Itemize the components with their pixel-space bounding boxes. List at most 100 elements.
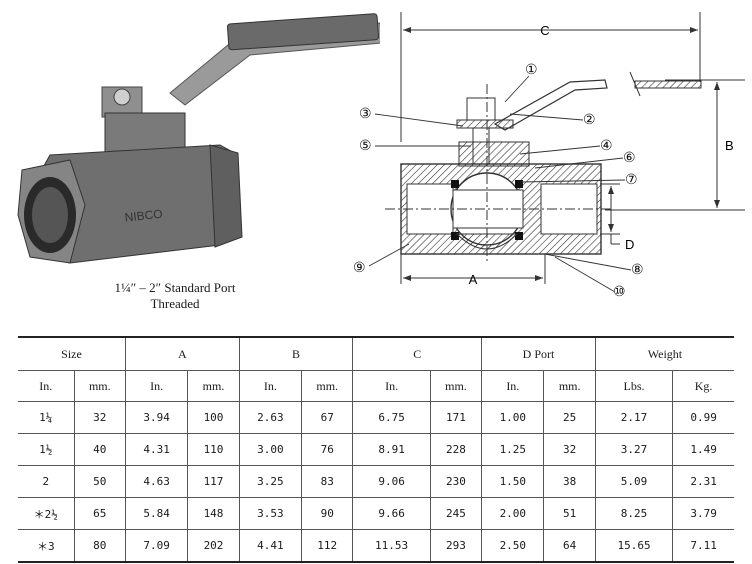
table-cell: 2 [18,465,75,498]
table-cell: 2.50 [481,529,545,563]
table-cell: 3.94 [125,401,189,434]
table-cell: 3.53 [239,497,303,530]
table-cell: 3.25 [239,465,303,498]
table-cell: 3.27 [595,433,674,466]
table-cell: 8.25 [595,497,674,530]
unit-header: In. [125,370,189,402]
table-cell: 2.31 [672,465,734,498]
unit-header: mm. [430,370,483,402]
table-cell: 100 [187,401,240,434]
table-cell: 65 [74,497,126,530]
svg-text:NIBCO: NIBCO [124,207,163,225]
table-cell: 51 [543,497,596,530]
table-cell: ＊3 [18,529,75,563]
table-cell: 3.79 [672,497,734,530]
table-cell: 90 [301,497,354,530]
table-cell: 1.00 [481,401,545,434]
table-cell: 40 [74,433,126,466]
table-cell: ＊2½ [18,497,75,530]
table-cell: 11.53 [352,529,431,563]
table-cell: 148 [187,497,240,530]
unit-header: mm. [301,370,354,402]
table-cell: 171 [430,401,483,434]
table-row: ＊3 80 7.09 202 4.41 112 11.53 293 2.50 6… [18,529,734,563]
table-cell: 1½ [18,433,75,466]
table-cell: 8.91 [352,433,431,466]
table-cell: 25 [543,401,596,434]
table-cell: 5.84 [125,497,189,530]
callout-9: ⑨ [353,259,366,275]
unit-header: In. [239,370,303,402]
table-cell: 117 [187,465,240,498]
table-cell: 202 [187,529,240,563]
table-cell: 1.25 [481,433,545,466]
table-cell: 80 [74,529,126,563]
callout-5: ⑤ [359,137,372,153]
unit-header: mm. [74,370,126,402]
table-cell: 83 [301,465,354,498]
table-cell: 110 [187,433,240,466]
table-row: ＊2½ 65 5.84 148 3.53 90 9.66 245 2.00 51… [18,497,734,530]
callout-3: ③ [359,105,372,121]
callout-1: ① [525,61,538,77]
unit-header: In. [481,370,545,402]
unit-header: mm. [543,370,596,402]
group-header-size: Size [18,336,126,371]
table-cell: 4.41 [239,529,303,563]
table-cell: 1.49 [672,433,734,466]
dimensions-table: Size A B C D Port Weight In. mm. In. mm.… [18,336,734,563]
table-cell: 7.09 [125,529,189,563]
table-cell: 2.17 [595,401,674,434]
callout-7: ⑦ [625,171,638,187]
valve-photo: NIBCO [10,5,383,275]
dimension-a-label: A [469,272,478,287]
group-header-d-port: D Port [481,336,596,371]
caption-line-1: 1¼″ – 2″ Standard Port [114,280,236,295]
valve-cross-section-diagram: C B D [345,2,745,302]
table-cell: 2.00 [481,497,545,530]
unit-header: In. [18,370,75,402]
table-cell: 32 [74,401,126,434]
group-header-a: A [125,336,240,371]
dimension-c-label: C [540,23,549,38]
unit-header: Kg. [672,370,734,402]
table-cell: 1¼ [18,401,75,434]
table-cell: 293 [430,529,483,563]
table-group-header-row: Size A B C D Port Weight [18,336,734,371]
table-cell: 76 [301,433,354,466]
table-cell: 228 [430,433,483,466]
table-cell: 7.11 [672,529,734,563]
table-cell: 0.99 [672,401,734,434]
unit-header: Lbs. [595,370,674,402]
table-row: 1½ 40 4.31 110 3.00 76 8.91 228 1.25 32 … [18,433,734,466]
dimension-d-label: D [625,237,634,252]
table-cell: 67 [301,401,354,434]
table-cell: 38 [543,465,596,498]
table-cell: 6.75 [352,401,431,434]
table-cell: 15.65 [595,529,674,563]
group-header-b: B [239,336,354,371]
group-header-weight: Weight [595,336,734,371]
table-cell: 64 [543,529,596,563]
table-cell: 3.00 [239,433,303,466]
photo-caption: 1¼″ – 2″ Standard Port Threaded [60,280,290,312]
callout-2: ② [583,111,596,127]
table-cell: 50 [74,465,126,498]
table-cell: 4.63 [125,465,189,498]
table-cell: 5.09 [595,465,674,498]
caption-line-2: Threaded [150,296,200,311]
table-cell: 9.66 [352,497,431,530]
callout-10: ⑩ [613,283,626,299]
dimension-b-label: B [725,138,734,153]
table-row: 2 50 4.63 117 3.25 83 9.06 230 1.50 38 5… [18,465,734,498]
callout-8: ⑧ [631,261,644,277]
table-cell: 32 [543,433,596,466]
table-cell: 112 [301,529,354,563]
table-cell: 230 [430,465,483,498]
table-unit-header-row: In. mm. In. mm. In. mm. In. mm. In. mm. … [18,370,734,402]
callout-6: ⑥ [623,149,636,165]
callout-4: ④ [600,137,613,153]
table-cell: 2.63 [239,401,303,434]
table-cell: 245 [430,497,483,530]
unit-header: mm. [187,370,240,402]
